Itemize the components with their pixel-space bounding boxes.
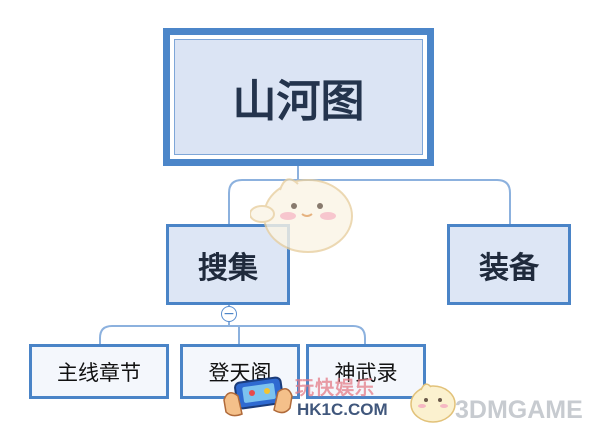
node-zhuangbei[interactable]: 装备 xyxy=(447,224,571,305)
connector-root-to-zb xyxy=(298,179,511,224)
connector-soji-to-c1 xyxy=(99,325,229,344)
connector-soji-to-c2 xyxy=(229,325,240,344)
root-node-label: 山河图 xyxy=(232,76,365,127)
connector-root-to-soji xyxy=(228,179,298,224)
collapse-toggle[interactable]: − xyxy=(221,306,237,322)
connector-soji-to-c3 xyxy=(229,325,366,344)
node-main-chapter[interactable]: 主线章节 xyxy=(29,344,169,399)
node-soji-label: 搜集 xyxy=(198,250,258,286)
node-dengtiange-label: 登天阁 xyxy=(208,360,272,385)
node-main-chapter-label: 主线章节 xyxy=(57,360,141,385)
node-shenwulu-label: 神武录 xyxy=(334,360,398,385)
root-node[interactable]: 山河图 xyxy=(163,28,434,166)
node-shenwulu[interactable]: 神武录 xyxy=(306,344,426,399)
minus-icon: − xyxy=(223,306,235,322)
node-zhuangbei-label: 装备 xyxy=(479,250,539,286)
node-dengtiange[interactable]: 登天阁 xyxy=(180,344,300,399)
node-soji[interactable]: 搜集 xyxy=(166,224,290,305)
